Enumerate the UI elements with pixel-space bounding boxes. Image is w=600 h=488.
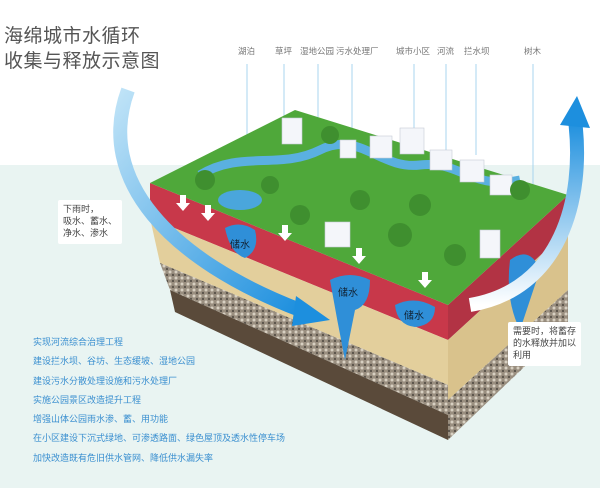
measure-item: 在小区建设下沉式绿地、可渗透路面、绿色屋顶及透水性停车场	[33, 434, 286, 445]
label-dam: 拦水坝	[464, 47, 490, 57]
inflow-arrowhead	[292, 296, 330, 326]
lake	[218, 190, 262, 210]
label-residential: 城市小区	[396, 47, 431, 57]
measures-list: 实现河流综合治理工程 建设拦水坝、谷坊、生态缓坡、湿地公园 建设污水分散处理设施…	[33, 334, 285, 469]
callout-line: 净水、渗水	[63, 229, 109, 239]
title-line-1: 海绵城市水循环	[4, 25, 141, 47]
page-title: 海绵城市水循环 收集与释放示意图	[4, 24, 160, 74]
release-arrow	[468, 119, 585, 312]
callout-line: 的水释放并加以	[513, 339, 577, 349]
trees	[195, 126, 530, 266]
label-lawn: 草坪	[275, 47, 293, 57]
measure-item: 实现河流综合治理工程	[33, 338, 124, 348]
inflow-arrow	[113, 87, 303, 317]
measure-item: 建设拦水坝、谷坊、生态缓坡、湿地公园	[33, 357, 196, 368]
measure-item: 建设污水分散处理设施和污水处理厂	[33, 376, 178, 387]
label-sewage-plant: 污水处理厂	[336, 47, 379, 57]
label-river: 河流	[437, 47, 455, 57]
label-lake: 湖泊	[238, 47, 256, 57]
release-callout: 需要时，将蓄存 的水释放并加以 利用	[508, 322, 582, 366]
buildings	[281, 117, 513, 259]
title-line-2: 收集与释放示意图	[4, 50, 161, 72]
measure-item: 实施公园景区改造提升工程	[33, 395, 142, 406]
rain-callout: 下雨时， 吸水、蓄水、 净水、渗水	[58, 200, 123, 244]
callout-line: 下雨时，	[63, 205, 100, 215]
release-arrowhead	[560, 96, 590, 128]
storage-label: 储水	[404, 311, 424, 322]
label-wetland-park: 湿地公园	[300, 47, 335, 57]
storage-label: 储水	[338, 288, 358, 299]
callout-line: 吸水、蓄水、	[63, 217, 118, 227]
callout-line: 需要时，将蓄存	[513, 327, 577, 337]
callout-line: 利用	[513, 351, 532, 361]
rain-arrows	[176, 195, 432, 288]
storage-label: 储水	[230, 240, 250, 251]
measure-item: 加快改造既有危旧供水管网、降低供水漏失率	[33, 453, 214, 464]
measure-item: 增强山体公园雨水渗、蓄、用功能	[33, 415, 169, 426]
label-trees: 树木	[524, 47, 542, 57]
